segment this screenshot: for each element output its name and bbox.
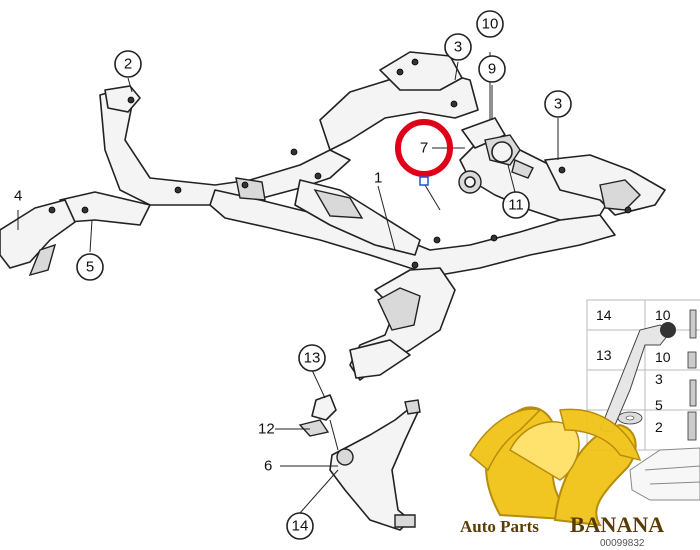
svg-text:11: 11 — [508, 197, 524, 214]
label-4: 4 — [14, 188, 22, 205]
svg-text:13: 13 — [304, 350, 321, 367]
control-arm — [329, 399, 421, 531]
legend-right-4: 5 — [655, 397, 663, 413]
legend-panel: 14 13 10 10 3 5 2 — [586, 299, 700, 501]
callout-5: 5 — [76, 253, 104, 281]
highlight-square-marker — [419, 176, 429, 186]
svg-text:14: 14 — [292, 518, 309, 535]
legend-right-5: 2 — [655, 419, 663, 435]
svg-text:9: 9 — [488, 61, 496, 78]
brand-text-banana: BANANA — [570, 512, 664, 537]
svg-text:3: 3 — [454, 39, 462, 56]
callout-3-right: 3 — [544, 90, 572, 118]
banana-logo — [469, 406, 642, 527]
svg-text:3: 3 — [554, 96, 562, 113]
brand-text-auto-parts: Auto Parts — [460, 517, 539, 536]
legend-left-1: 14 — [596, 307, 612, 323]
legend-left-2: 13 — [596, 347, 612, 363]
sensor-part — [298, 394, 339, 451]
front-bracket — [349, 267, 456, 381]
svg-text:10: 10 — [482, 16, 499, 33]
legend-right-3: 3 — [655, 371, 663, 387]
callout-3-left: 3 — [444, 33, 472, 61]
legend-right-1: 10 — [655, 307, 671, 323]
front-subframe — [0, 51, 666, 277]
reference-number: 00099832 — [600, 538, 645, 549]
highlighted-part-7[interactable]: 7 — [395, 119, 453, 177]
callout-9: 9 — [478, 55, 506, 83]
label-1: 1 — [374, 170, 382, 187]
callout-14: 14 — [286, 512, 314, 540]
svg-text:5: 5 — [86, 259, 94, 276]
label-6: 6 — [264, 458, 272, 475]
bushing-assembly — [458, 117, 534, 194]
callout-10: 10 — [476, 10, 504, 38]
bolt-markers — [48, 58, 632, 269]
callout-2: 2 — [114, 50, 142, 78]
callout-13: 13 — [298, 344, 326, 372]
callout-11: 11 — [502, 191, 530, 219]
svg-text:2: 2 — [124, 56, 132, 73]
svg-text:7: 7 — [420, 140, 428, 157]
label-12: 12 — [258, 421, 275, 438]
legend-right-2: 10 — [655, 349, 671, 365]
